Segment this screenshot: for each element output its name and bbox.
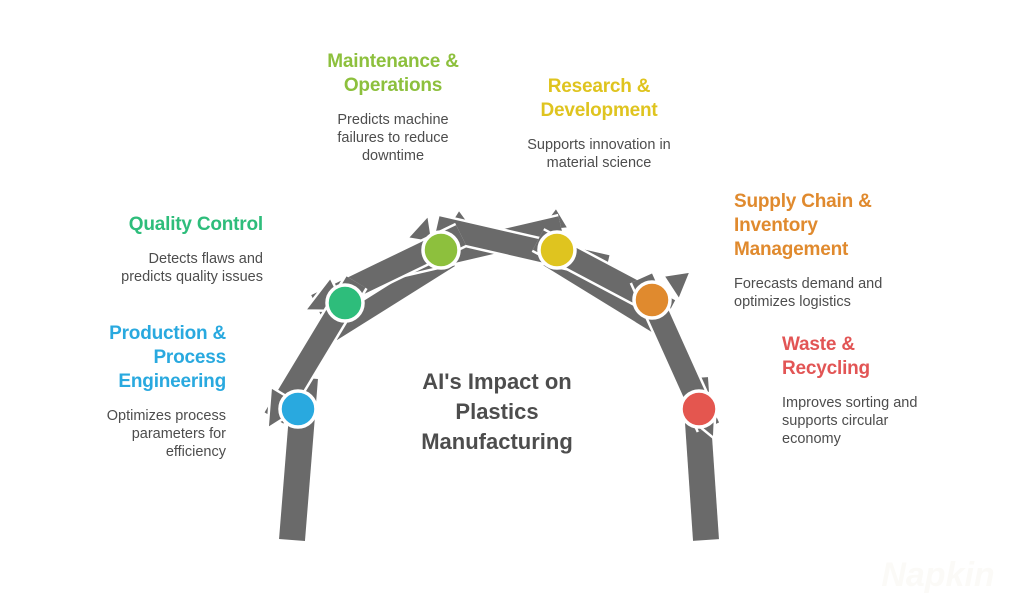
item-quality-control: Quality Control Detects flaws and predic… [103, 213, 263, 286]
item-heading: Quality Control [128, 214, 263, 235]
item-description: Improves sorting and supports circular e… [782, 395, 918, 447]
item-heading: Production & Process Engineering [109, 323, 226, 392]
arrow-tip-icon [662, 271, 692, 301]
node-research-development [537, 230, 577, 270]
item-description: Predicts machine failures to reduce down… [337, 112, 449, 164]
item-heading: Maintenance & Operations [327, 51, 459, 96]
item-production-process-engineering: Production & Process Engineering Optimiz… [86, 322, 226, 461]
item-heading: Supply Chain & Inventory Management [734, 191, 872, 260]
item-maintenance-operations: Maintenance & Operations Predicts machin… [317, 50, 469, 165]
napkin-watermark: Napkin [881, 556, 995, 594]
item-heading: Research & Development [540, 76, 658, 121]
page-title: AI's Impact on Plastics Manufacturing [421, 369, 573, 454]
item-supply-chain-inventory-management: Supply Chain & Inventory Management Fore… [734, 190, 909, 311]
item-description: Supports innovation in material science [527, 137, 671, 171]
node-production-process-engineering [278, 389, 318, 429]
item-description: Detects flaws and predicts quality issue… [121, 251, 263, 285]
item-research-development: Research & Development Supports innovati… [519, 75, 679, 172]
node-maintenance-operations [421, 230, 461, 270]
item-description: Optimizes process parameters for efficie… [106, 408, 226, 460]
node-quality-control [325, 283, 365, 323]
node-supply-chain-inventory-management [632, 280, 672, 320]
item-heading: Waste & Recycling [782, 334, 870, 379]
node-waste-recycling [679, 389, 719, 429]
item-description: Forecasts demand and optimizes logistics [734, 276, 883, 310]
item-waste-recycling: Waste & Recycling Improves sorting and s… [782, 333, 937, 448]
